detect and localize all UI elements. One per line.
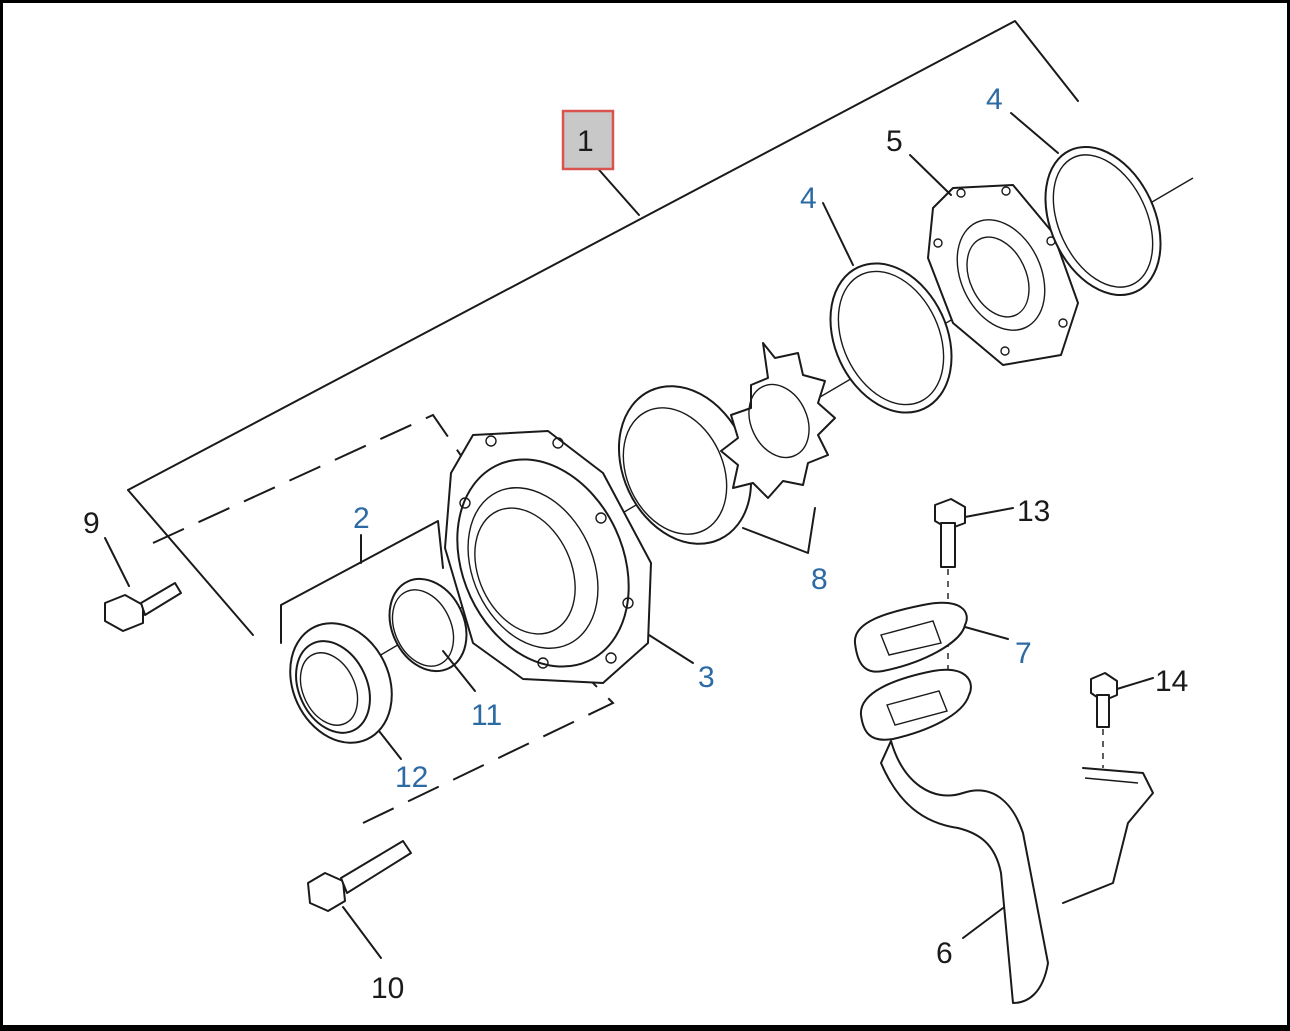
assembly-bracket-1 <box>127 20 1079 636</box>
callout-8: 8 <box>811 563 828 596</box>
cover-plate-part-5 <box>927 184 1079 366</box>
bolt-part-14 <box>1090 672 1118 728</box>
exploded-parts-diagram: 1 2 3 4 4 5 6 7 8 9 10 11 12 13 14 <box>83 20 1194 1005</box>
leader-11 <box>442 650 476 692</box>
leader-8 <box>742 507 816 554</box>
leader-10 <box>342 906 382 959</box>
leader-4a <box>822 202 854 266</box>
callout-6: 6 <box>936 937 953 970</box>
leader-12 <box>378 730 402 760</box>
callout-11: 11 <box>471 699 502 732</box>
bolt-part-13 <box>934 498 966 568</box>
housing-part-3 <box>444 430 652 684</box>
callout-9: 9 <box>83 507 100 540</box>
leader-4b <box>1010 112 1059 154</box>
bolt-part-9 <box>104 582 182 632</box>
callout-10: 10 <box>371 972 404 1005</box>
callout-14: 14 <box>1155 665 1188 698</box>
callout-4b: 4 <box>986 83 1003 116</box>
bracket-2 <box>280 520 444 644</box>
leader-14 <box>1116 677 1154 690</box>
o-ring-part-4a <box>829 262 953 414</box>
parts-diagram-canvas: 1 2 3 4 4 5 6 7 8 9 10 11 12 13 14 <box>3 3 1287 1025</box>
callout-1-highlight-box <box>561 109 615 171</box>
leader-9 <box>104 537 130 587</box>
gasket-part-7 <box>853 601 968 673</box>
callout-3: 3 <box>698 661 715 694</box>
seal-part-12 <box>289 622 393 744</box>
leader-13 <box>964 507 1014 518</box>
o-ring-part-4b <box>1044 145 1162 297</box>
leader-6 <box>962 907 1004 939</box>
leader-7 <box>964 626 1009 640</box>
callout-5: 5 <box>886 125 903 158</box>
leader-5 <box>909 154 952 196</box>
callout-2: 2 <box>353 502 370 535</box>
gear-set-part-8 <box>617 342 836 545</box>
leader-3 <box>648 634 694 664</box>
callout-13: 13 <box>1017 495 1050 528</box>
callout-12: 12 <box>395 761 428 794</box>
callout-7: 7 <box>1015 637 1032 670</box>
sleeve-part-11 <box>388 577 468 673</box>
callout-1: 1 <box>577 125 594 158</box>
suction-pipe-part-6 <box>859 668 1154 1004</box>
bolt-part-10 <box>307 840 412 912</box>
callout-4a: 4 <box>800 182 817 215</box>
